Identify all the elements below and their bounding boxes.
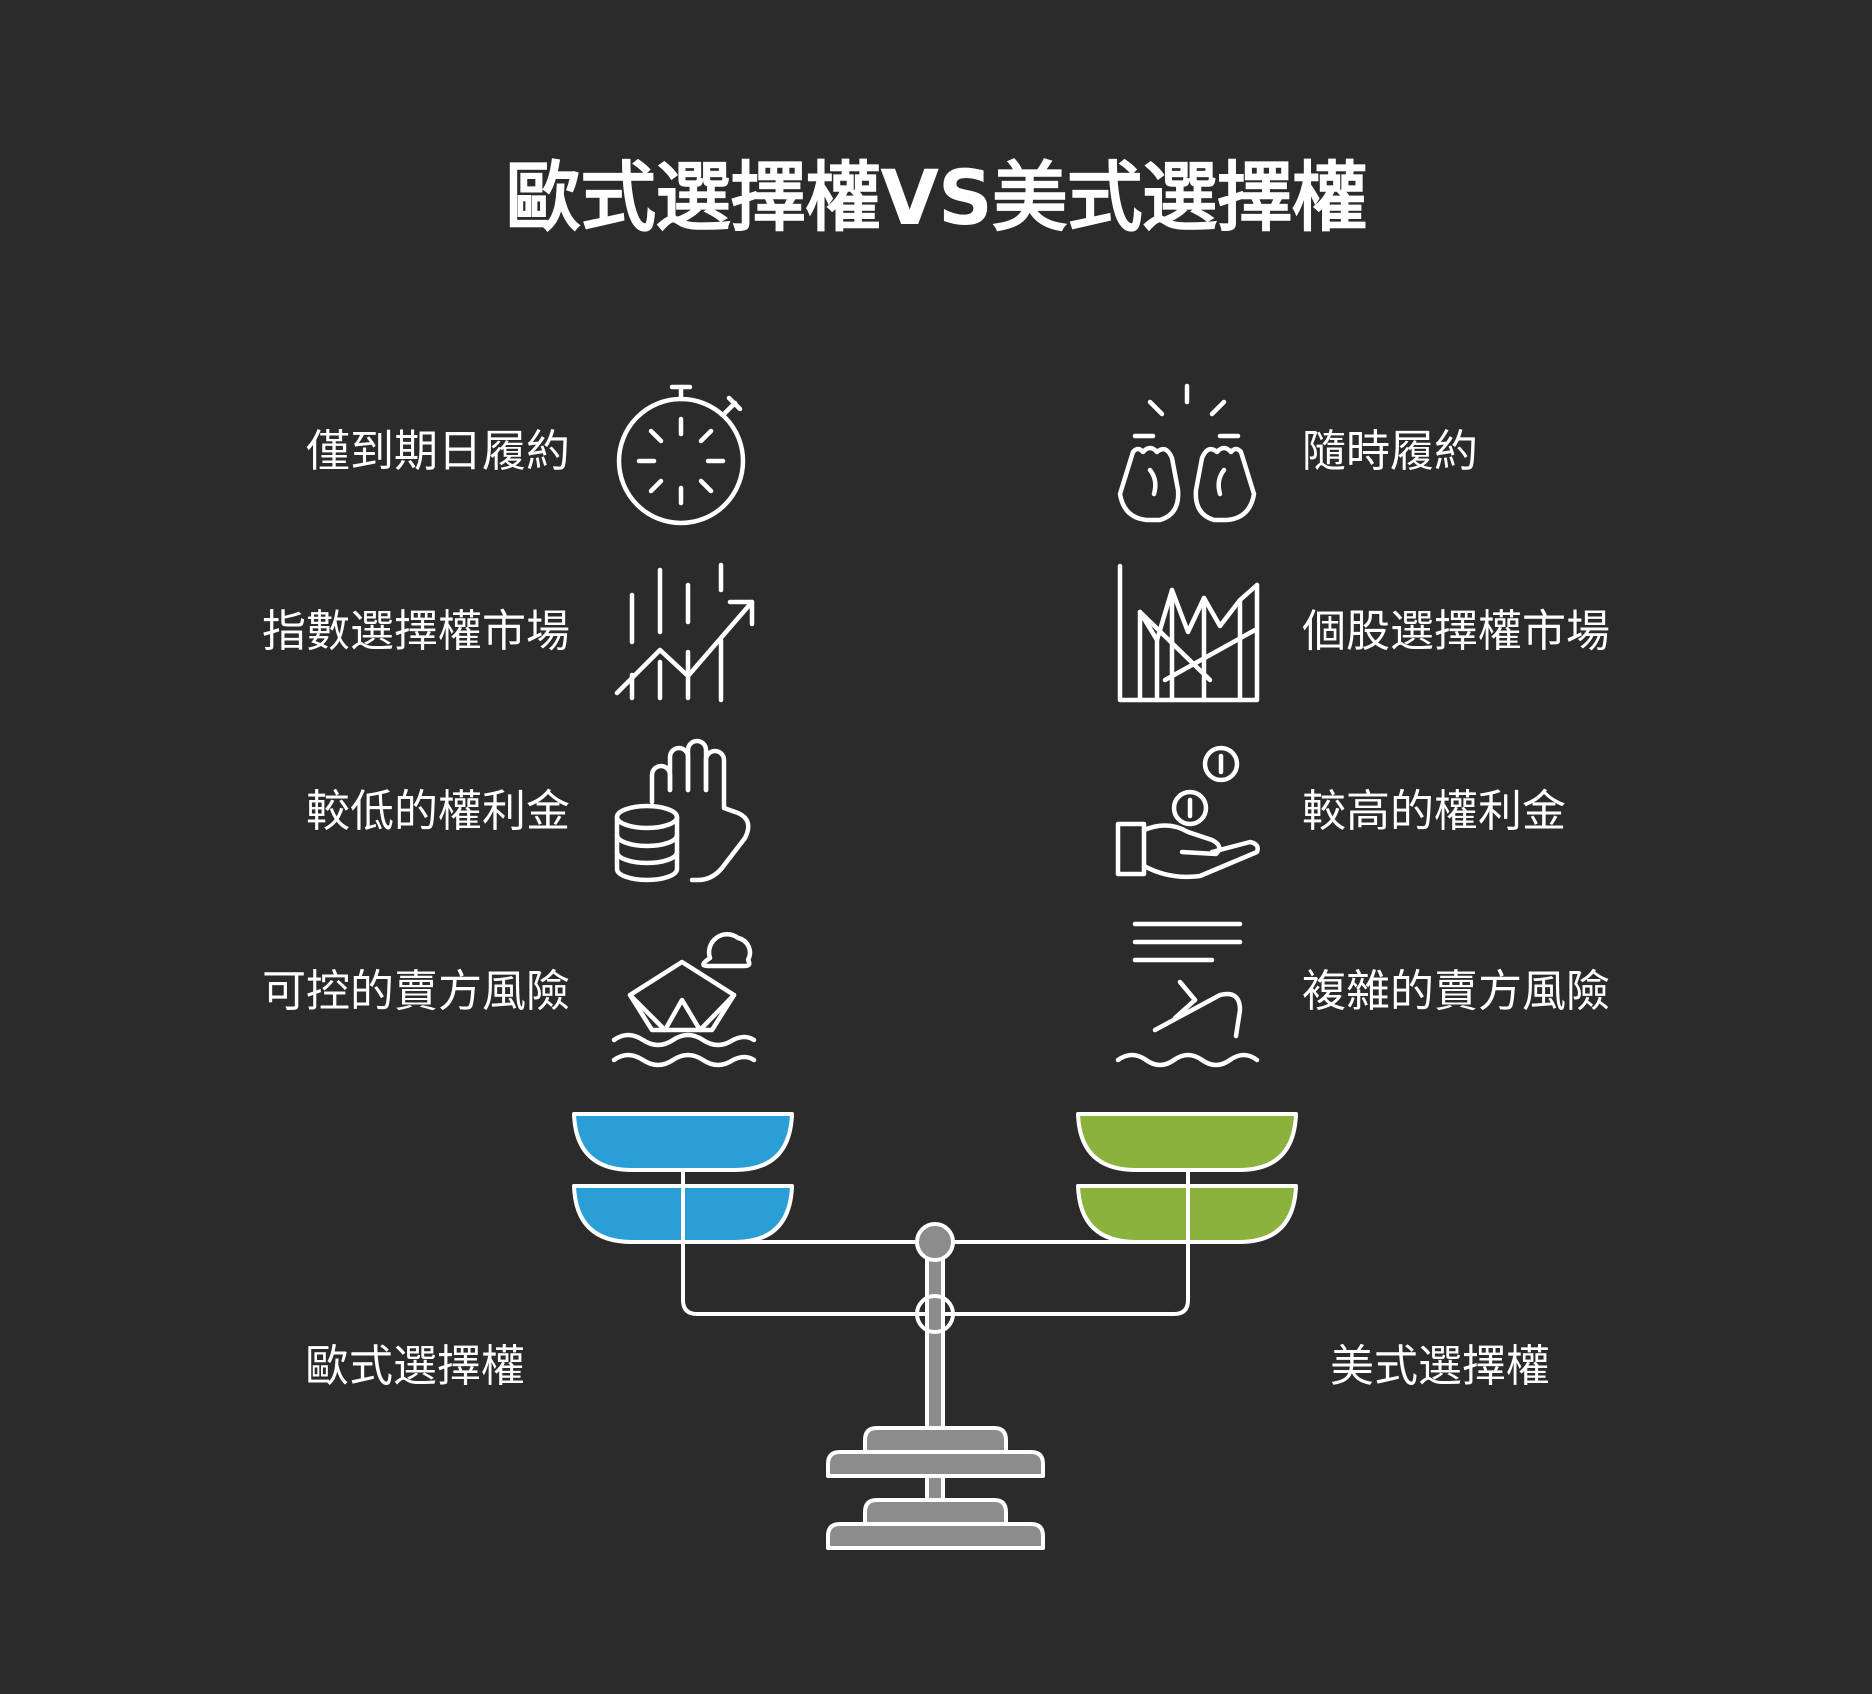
right-option-name: 美式選擇權 bbox=[1330, 1341, 1550, 1392]
left-feature-label-4: 可控的賣方風險 bbox=[262, 966, 570, 1017]
left-feature-label-3: 較低的權利金 bbox=[306, 786, 570, 837]
right-feature-label-1: 隨時履約 bbox=[1302, 426, 1478, 477]
volatile-chart-icon bbox=[1117, 563, 1260, 703]
stopwatch-icon bbox=[616, 384, 746, 526]
rising-chart-icon bbox=[614, 562, 755, 703]
hand-coins-icon bbox=[1115, 745, 1260, 880]
left-option-name: 歐式選擇權 bbox=[305, 1341, 525, 1392]
diagram-title: 歐式選擇權VS美式選擇權 bbox=[505, 153, 1368, 242]
right-pan-upper bbox=[1076, 1112, 1298, 1172]
left-feature-label-2: 指數選擇權市場 bbox=[262, 606, 570, 657]
balance-scale-icon bbox=[572, 1112, 1298, 1550]
scale-base bbox=[826, 1426, 1045, 1550]
left-pan-upper bbox=[572, 1112, 794, 1172]
right-feature-label-4: 複雜的賣方風險 bbox=[1302, 966, 1610, 1017]
sinking-ship-icon bbox=[1115, 921, 1260, 1068]
fists-icon bbox=[1117, 383, 1257, 523]
paper-boat-icon bbox=[611, 932, 757, 1068]
coins-hand-icon bbox=[614, 738, 751, 883]
right-feature-label-3: 較高的權利金 bbox=[1302, 786, 1566, 837]
right-feature-label-2: 個股選擇權市場 bbox=[1302, 606, 1610, 657]
left-feature-label-1: 僅到期日履約 bbox=[306, 426, 570, 477]
